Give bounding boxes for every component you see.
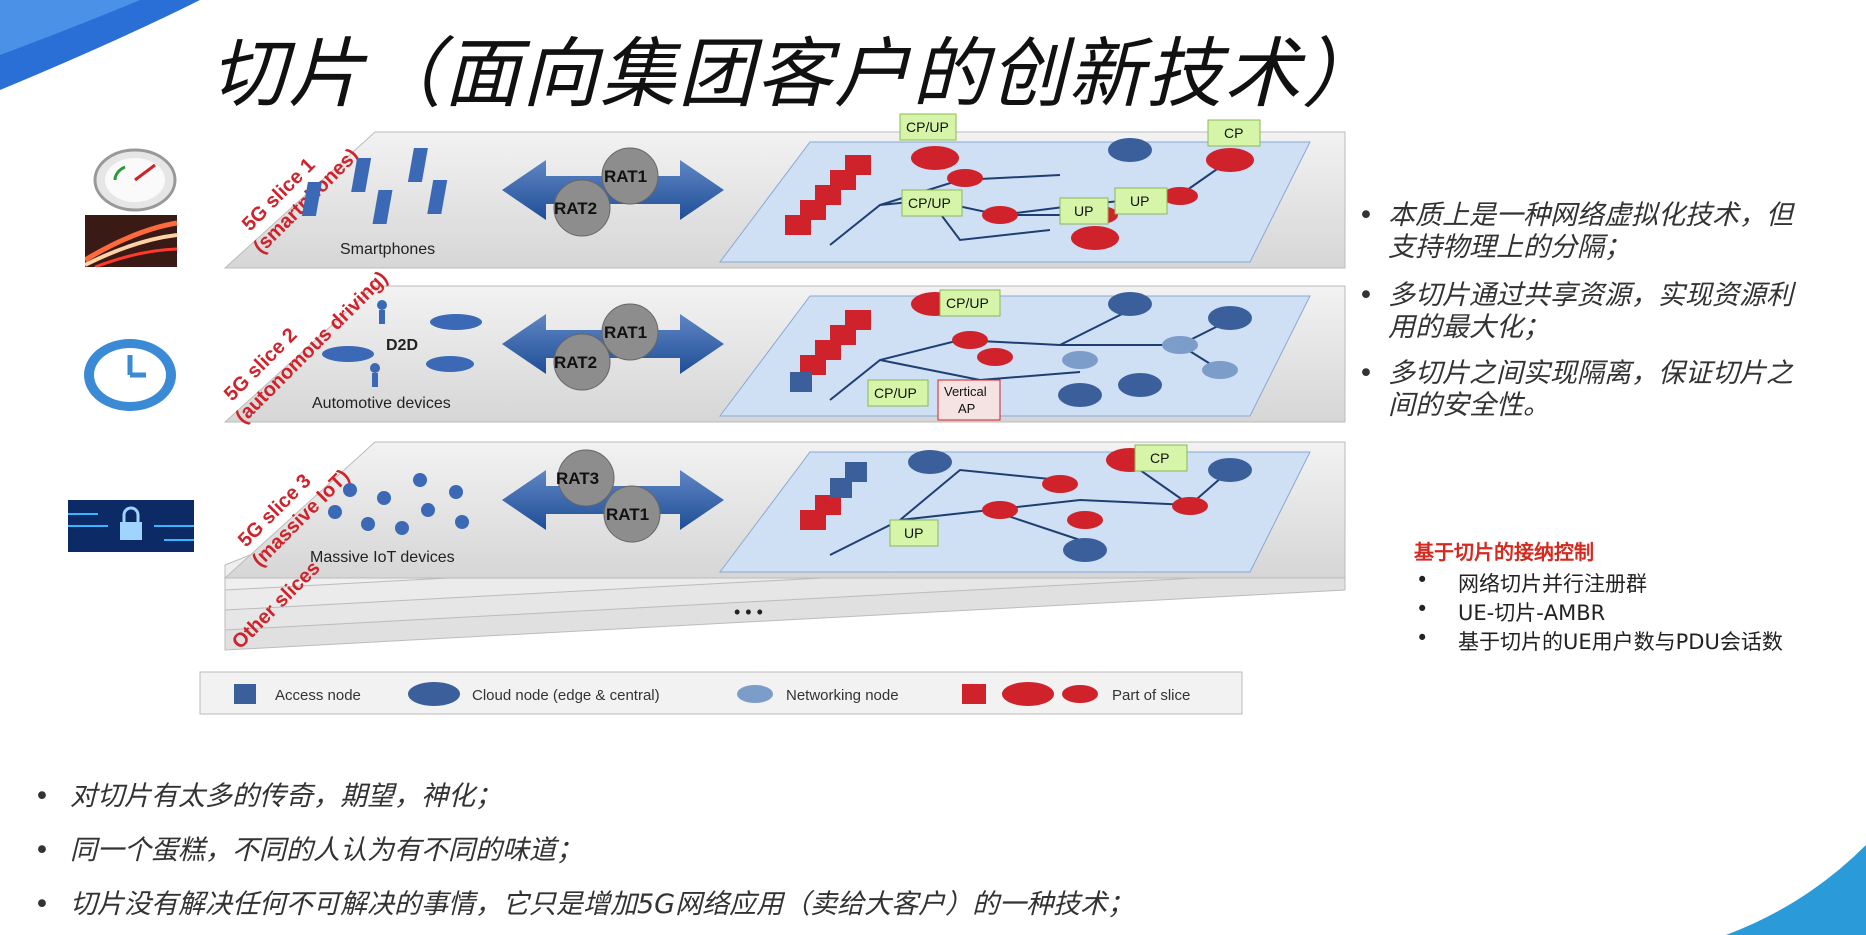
cloud-node-icon <box>408 682 460 706</box>
bullet-dot: • <box>1358 280 1374 311</box>
bullet-line: 本质上是一种网络虚拟化技术，但 <box>1388 200 1793 231</box>
iot-device-icons <box>328 473 469 535</box>
legend: Access node Cloud node (edge & central) … <box>199 671 1243 715</box>
bottom-bullet: •同一个蛋糕，不同的人认为有不同的味道； <box>34 835 583 866</box>
bullet-dot: • <box>1358 358 1374 389</box>
legend-part: Part of slice <box>1112 687 1190 704</box>
admission-item: •基于切片的UE用户数与PDU会话数 <box>1416 626 1783 654</box>
part-of-slice-networking-icon <box>1062 685 1098 703</box>
tag-label: CP/UP <box>874 385 917 401</box>
tag-label: UP <box>1074 203 1093 219</box>
clock-icon <box>84 339 176 411</box>
legend-access: Access node <box>275 687 361 704</box>
d2d-label: D2D <box>386 337 418 354</box>
smartphone-icons <box>301 148 448 224</box>
admission-item: •网络切片并行注册群 <box>1416 568 1647 596</box>
page-title: 切片（面向集团客户的创新技术） <box>210 29 1380 118</box>
ellipsis: • • • <box>734 602 763 622</box>
bottom-bullet: •对切片有太多的传奇，期望，神化； <box>34 781 502 812</box>
network-function-tags <box>867 113 1261 547</box>
part-of-slice-access-icon <box>962 684 986 704</box>
bullet-line: 多切片之间实现隔离，保证切片之 <box>1388 358 1793 389</box>
motion-lights-icon <box>85 215 177 267</box>
rat-label: RAT2 <box>554 199 597 218</box>
tag-label: UP <box>1130 193 1149 209</box>
rat-label: RAT1 <box>604 323 647 342</box>
vertical-ap-box <box>937 379 1001 421</box>
tag-label: UP <box>904 525 923 541</box>
rat-label: RAT1 <box>606 505 649 524</box>
admission-control-title: 基于切片的接纳控制 <box>1414 540 1594 564</box>
right-bullet: • 多切片之间实现隔离，保证切片之 间的安全性。 <box>1358 358 1848 422</box>
part-of-slice-cloud-icon <box>1002 682 1054 706</box>
tag-label: CP/UP <box>946 295 989 311</box>
legend-networking: Networking node <box>786 687 899 704</box>
bullet-line: 支持物理上的分隔； <box>1388 232 1631 263</box>
tag-label: CP <box>1224 125 1243 141</box>
bottom-bullet: •切片没有解决任何不可解决的事情，它只是增加5G网络应用（卖给大客户）的一种技术… <box>34 889 1135 920</box>
slice-3-devices-label: Massive IoT devices <box>310 549 455 566</box>
bullet-line: 多切片通过共享资源，实现资源利 <box>1388 280 1793 311</box>
networking-node-icon <box>737 685 773 703</box>
corner-decoration-top-left <box>0 0 200 90</box>
slice-1-devices-label: Smartphones <box>340 241 435 258</box>
slice-1-nodes <box>785 138 1254 250</box>
speedometer-icon <box>93 148 177 212</box>
pedestrian-icons <box>370 300 387 387</box>
slice-2-devices-label: Automotive devices <box>312 395 451 412</box>
rat-label: RAT3 <box>556 469 599 488</box>
right-bullet: • 多切片通过共享资源，实现资源利 用的最大化； <box>1358 280 1848 344</box>
security-lock-icon <box>68 500 194 552</box>
corner-decoration-bottom-right <box>1726 845 1866 935</box>
tag-label: CP/UP <box>906 119 949 135</box>
legend-cloud: Cloud node (edge & central) <box>472 687 660 704</box>
access-node-icon <box>234 684 256 704</box>
rat-gear-icons <box>553 147 661 543</box>
rat-label: RAT2 <box>554 353 597 372</box>
tag-label: Vertical <box>944 384 987 399</box>
tag-label: AP <box>958 401 975 416</box>
tag-label: CP <box>1150 450 1169 466</box>
bullet-line: 间的安全性。 <box>1388 390 1550 421</box>
bullet-dot: • <box>1358 200 1374 231</box>
slicing-diagram: 5G slice 1 (smartphones) 5G slice 2 (aut… <box>199 113 1346 715</box>
rat-label: RAT1 <box>604 167 647 186</box>
admission-item: •UE-切片-AMBR <box>1416 597 1606 625</box>
bullet-line: 用的最大化； <box>1388 312 1550 343</box>
car-icons <box>322 314 482 372</box>
tag-label: CP/UP <box>908 195 951 211</box>
right-bullet: • 本质上是一种网络虚拟化技术，但 支持物理上的分隔； <box>1358 200 1848 264</box>
